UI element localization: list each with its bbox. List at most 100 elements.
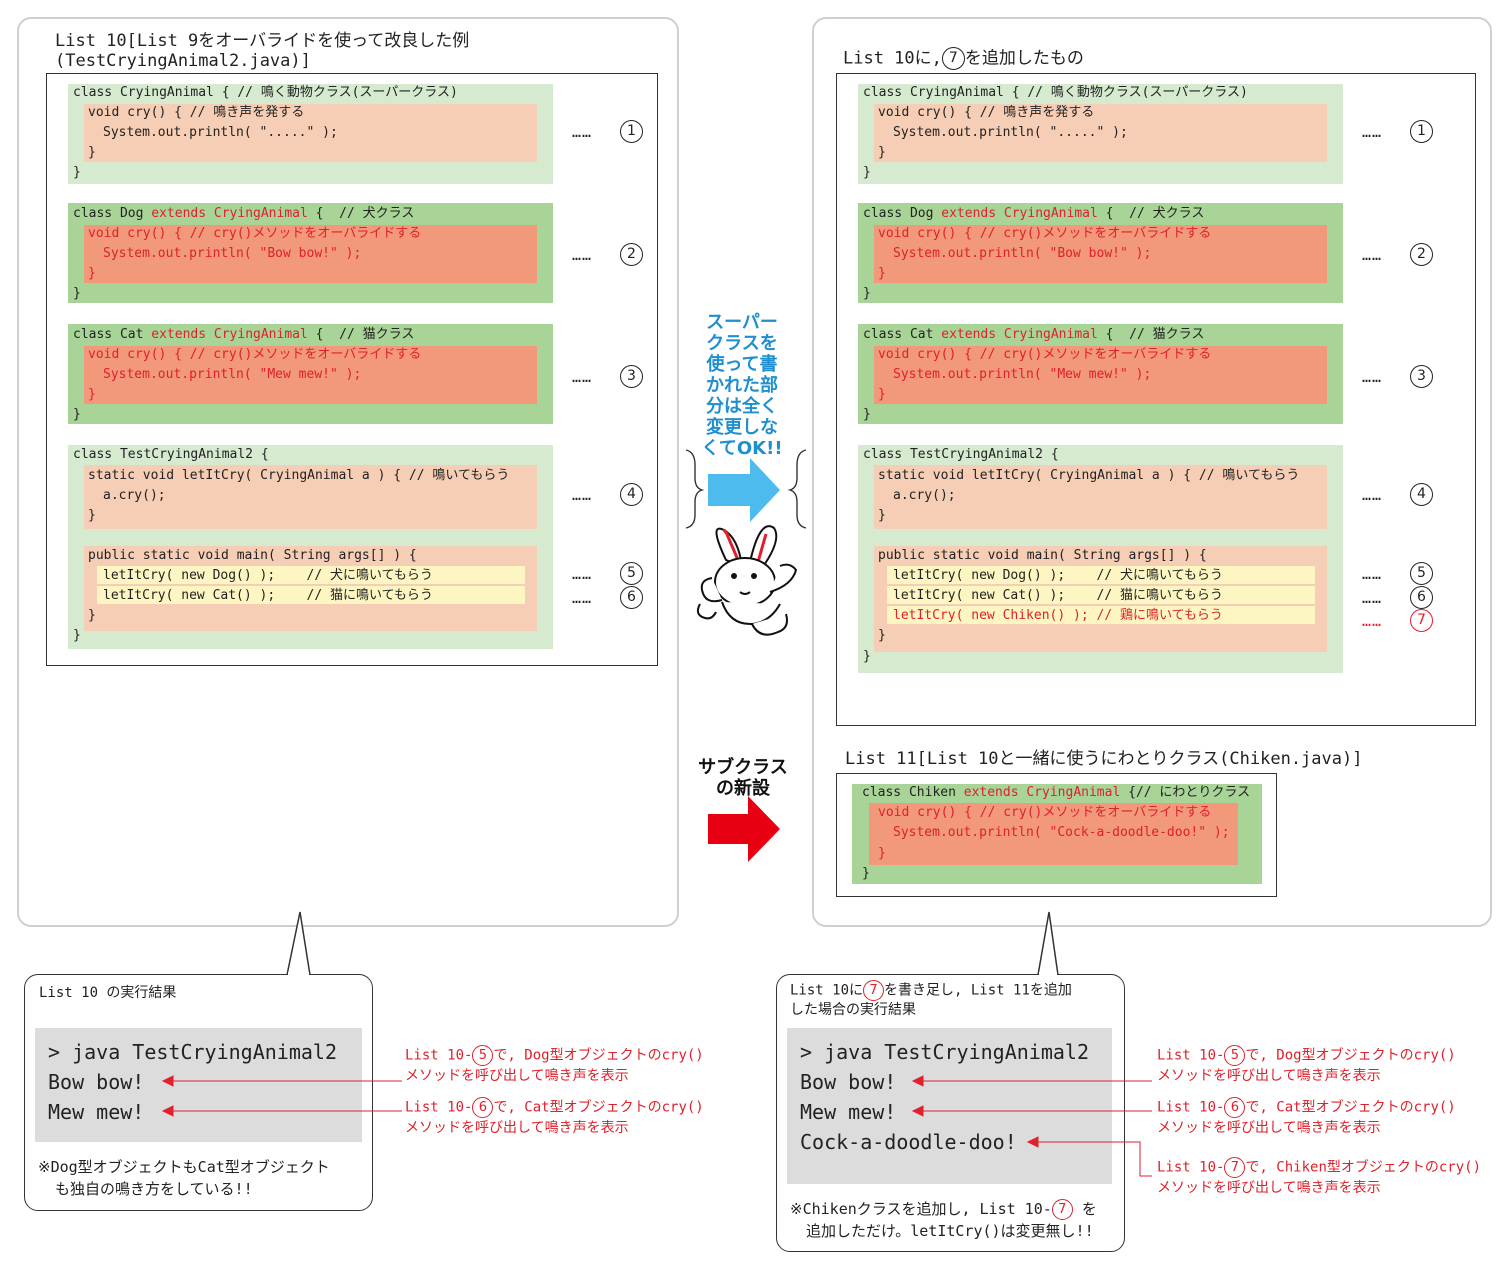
letitcry-method xyxy=(84,465,537,529)
marker-4: ……4 xyxy=(572,483,643,506)
crying-animal-method xyxy=(84,104,537,162)
note-line: の新設 xyxy=(716,778,770,799)
code-line: } xyxy=(878,846,886,861)
left-terminal xyxy=(35,1028,362,1142)
annotation-text: List 10- xyxy=(405,1099,473,1116)
code-text: class Dog xyxy=(863,206,942,221)
code-line: void cry() { // cry()メソッドをオーバライドする xyxy=(878,226,1212,241)
terminal-line: Cock-a-doodle-doo! xyxy=(800,1130,1017,1154)
annotation-text: で, Dog型オブジェクトのcry() xyxy=(1245,1047,1456,1064)
circled-number: 1 xyxy=(620,120,643,143)
code-text: { // 猫クラス xyxy=(1097,327,1205,342)
dots: …… xyxy=(572,245,593,264)
circled-number: 7 xyxy=(1224,1157,1246,1178)
marker-6: ……6 xyxy=(1362,586,1433,609)
main-call-dog xyxy=(887,566,1315,584)
code-line: } xyxy=(863,286,871,301)
main-call-cat xyxy=(97,586,525,604)
circled-number: 4 xyxy=(1410,483,1433,506)
terminal-line: Mew mew! xyxy=(800,1100,897,1124)
dots: …… xyxy=(572,588,593,607)
circled-number: 5 xyxy=(1410,562,1433,585)
code-text: class Chiken xyxy=(862,785,964,800)
dog-method xyxy=(84,225,537,283)
code-line: System.out.println( "Mew mew!" ); xyxy=(103,367,362,382)
code-line: System.out.println( "Bow bow!" ); xyxy=(103,246,362,261)
circled-number: 7 xyxy=(941,47,965,70)
annotation-text: で, Cat型オブジェクトのcry() xyxy=(1245,1099,1456,1116)
code-line: static void letItCry( CryingAnimal a ) {… xyxy=(878,468,1300,483)
code-text: { // 犬クラス xyxy=(1097,206,1205,221)
title-text: List 10に xyxy=(790,982,864,999)
code-text: {// にわとりクラス xyxy=(1120,785,1251,800)
terminal-line: > java TestCryingAnimal2 xyxy=(48,1040,337,1064)
code-keyword: extends CryingAnimal xyxy=(151,206,308,221)
marker-2: ……2 xyxy=(1362,243,1433,266)
code-line: class CryingAnimal { // 鳴く動物クラス(スーパークラス) xyxy=(863,85,1248,100)
code-line: class Dog extends CryingAnimal { // 犬クラス xyxy=(863,204,1204,224)
main-call-cat xyxy=(887,586,1315,604)
code-line: void cry() { // cry()メソッドをオーバライドする xyxy=(88,347,422,362)
right-terminal xyxy=(787,1028,1112,1184)
note-line: クラスを xyxy=(706,333,778,354)
marker-1: ……1 xyxy=(1362,120,1433,143)
dots: …… xyxy=(1362,485,1383,504)
dots: …… xyxy=(1362,367,1383,386)
marker-5: ……5 xyxy=(572,562,643,585)
code-line: System.out.println( "....." ); xyxy=(893,125,1128,140)
circled-number: 7 xyxy=(1410,609,1433,632)
circled-number: 7 xyxy=(1051,1199,1073,1220)
left-title-line1: List 10[List 9をオーバライドを使って改良した例 xyxy=(55,31,470,51)
left-note-line2: も独自の鳴き方をしている!! xyxy=(55,1180,253,1198)
code-line: static void letItCry( CryingAnimal a ) {… xyxy=(88,468,510,483)
circled-number: 6 xyxy=(1224,1097,1246,1118)
marker-3: ……3 xyxy=(572,365,643,388)
code-line: letItCry( new Dog() ); // 犬に鳴いてもらう xyxy=(103,568,433,583)
right-result-title-line2: した場合の実行結果 xyxy=(790,1002,916,1018)
code-text: class Cat xyxy=(73,327,152,342)
subclass-note: サブクラス の新設 xyxy=(686,757,800,799)
code-keyword: extends CryingAnimal xyxy=(941,206,1098,221)
note-line: サブクラス xyxy=(698,757,788,778)
main-call-dog xyxy=(97,566,525,584)
code-line: } xyxy=(88,145,96,160)
code-text: class Cat xyxy=(863,327,942,342)
circled-number: 3 xyxy=(1410,365,1433,388)
red-arrow-icon xyxy=(708,796,780,862)
code-line: } xyxy=(878,266,886,281)
code-line: } xyxy=(863,649,871,664)
code-line: a.cry(); xyxy=(893,488,956,503)
code-line: a.cry(); xyxy=(103,488,166,503)
left-title-line2: (TestCryingAnimal2.java)] xyxy=(55,51,311,71)
terminal-line: Bow bow! xyxy=(48,1070,145,1094)
annotation-text: で, Chiken型オブジェクトのcry() xyxy=(1245,1159,1482,1176)
note-line: 使って書 xyxy=(706,354,778,375)
terminal-line: Mew mew! xyxy=(48,1100,145,1124)
code-line: } xyxy=(73,165,81,180)
annotation-text: List 10- xyxy=(1157,1099,1225,1116)
code-line: } xyxy=(862,866,870,881)
annotation-text: メソッドを呼び出して鳴き声を表示 xyxy=(405,1120,629,1136)
code-keyword: extends CryingAnimal xyxy=(151,327,308,342)
code-line: class CryingAnimal { // 鳴く動物クラス(スーパークラス) xyxy=(73,85,458,100)
superclass-note: スーパー クラスを 使って書 かれた部 分は全く 変更しな くてOK!! xyxy=(688,312,796,459)
marker-1: ……1 xyxy=(572,120,643,143)
chiken-method xyxy=(869,803,1238,865)
circled-number: 6 xyxy=(620,586,643,609)
tail-cover xyxy=(288,972,309,977)
code-line: } xyxy=(863,165,871,180)
code-line: System.out.println( "Mew mew!" ); xyxy=(893,367,1152,382)
dots: …… xyxy=(1362,588,1383,607)
annotation-text: メソッドを呼び出して鳴き声を表示 xyxy=(1157,1068,1381,1084)
dots: …… xyxy=(572,485,593,504)
code-line: class Cat extends CryingAnimal { // 猫クラス xyxy=(863,325,1204,345)
dots: …… xyxy=(1362,122,1383,141)
cat-method xyxy=(84,346,537,404)
list11-title: List 11[List 10と一緒に使うにわとりクラス(Chiken.java… xyxy=(845,749,1363,769)
code-line: void cry() { // cry()メソッドをオーバライドする xyxy=(878,805,1212,820)
note-line: 分は全く xyxy=(706,396,778,417)
